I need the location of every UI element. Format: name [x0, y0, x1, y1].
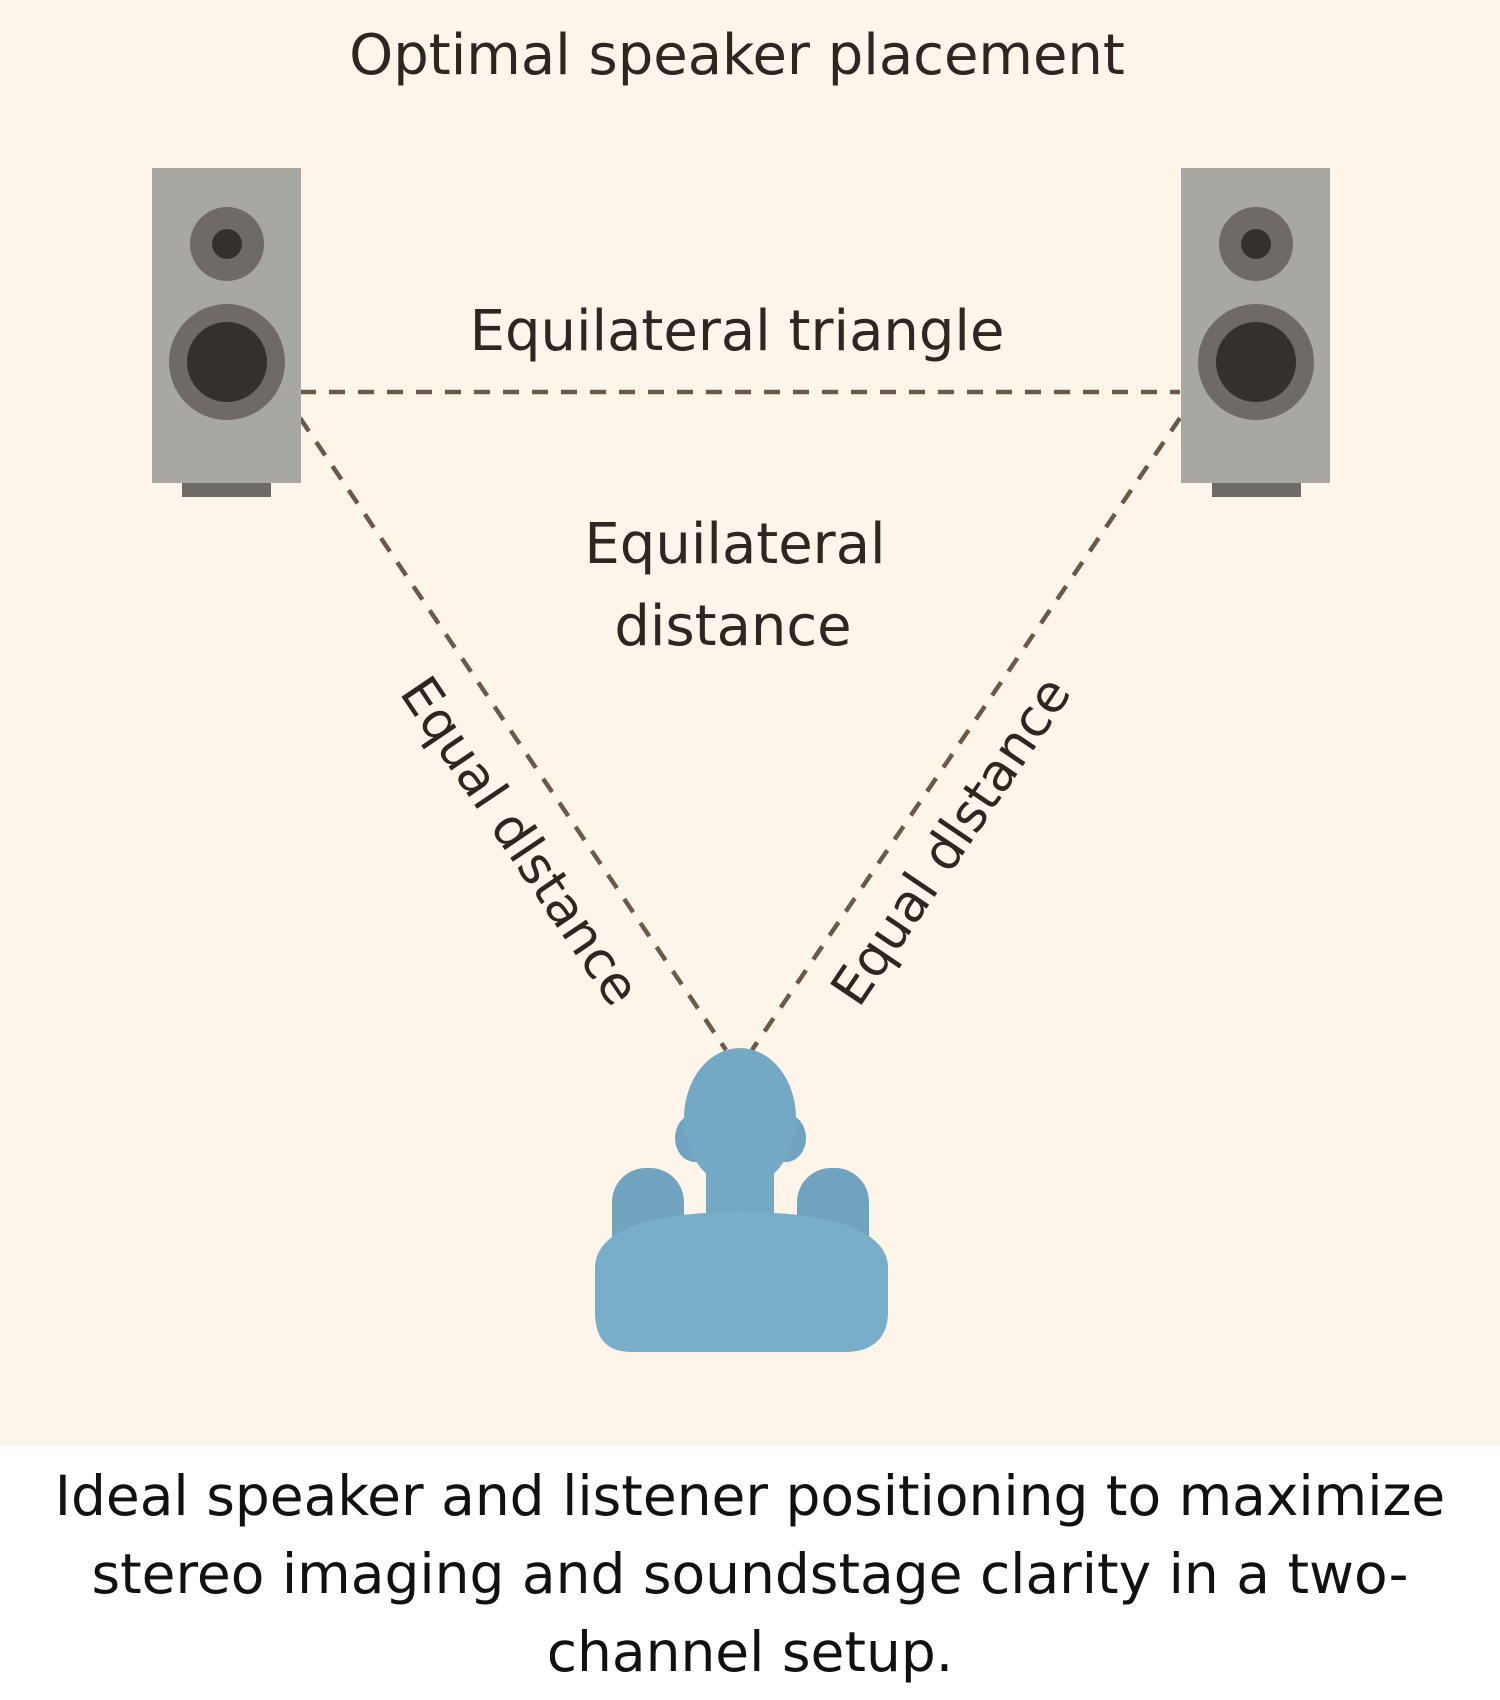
listener-head: [684, 1048, 796, 1188]
right-speaker-icon: [1181, 168, 1330, 497]
diagram-title: Optimal speaker placement: [349, 23, 1125, 88]
speaker-placement-diagram: Optimal speaker placement: [0, 0, 1500, 1446]
tweeter-dome: [212, 229, 242, 259]
listener-person-icon: [595, 1048, 888, 1352]
figure-caption: Ideal speaker and listener positioning t…: [54, 1464, 1446, 1684]
speaker-base: [1212, 483, 1301, 497]
woofer-cone: [187, 322, 267, 402]
triangle-right-edge: [750, 416, 1182, 1052]
woofer-cone: [1216, 322, 1296, 402]
equilateral-triangle: [298, 389, 1182, 1052]
left-speaker-icon: [152, 168, 301, 497]
tweeter-dome: [1241, 229, 1271, 259]
speaker-base: [182, 483, 271, 497]
top-edge-label: Equilateral triangle: [470, 299, 1005, 364]
listener-torso: [595, 1212, 888, 1352]
center-label-line-1: Equilateral: [584, 512, 885, 577]
diagram-panel: Optimal speaker placement: [0, 0, 1500, 1446]
center-label-line-2: distance: [614, 594, 851, 659]
triangle-left-edge: [298, 416, 728, 1052]
